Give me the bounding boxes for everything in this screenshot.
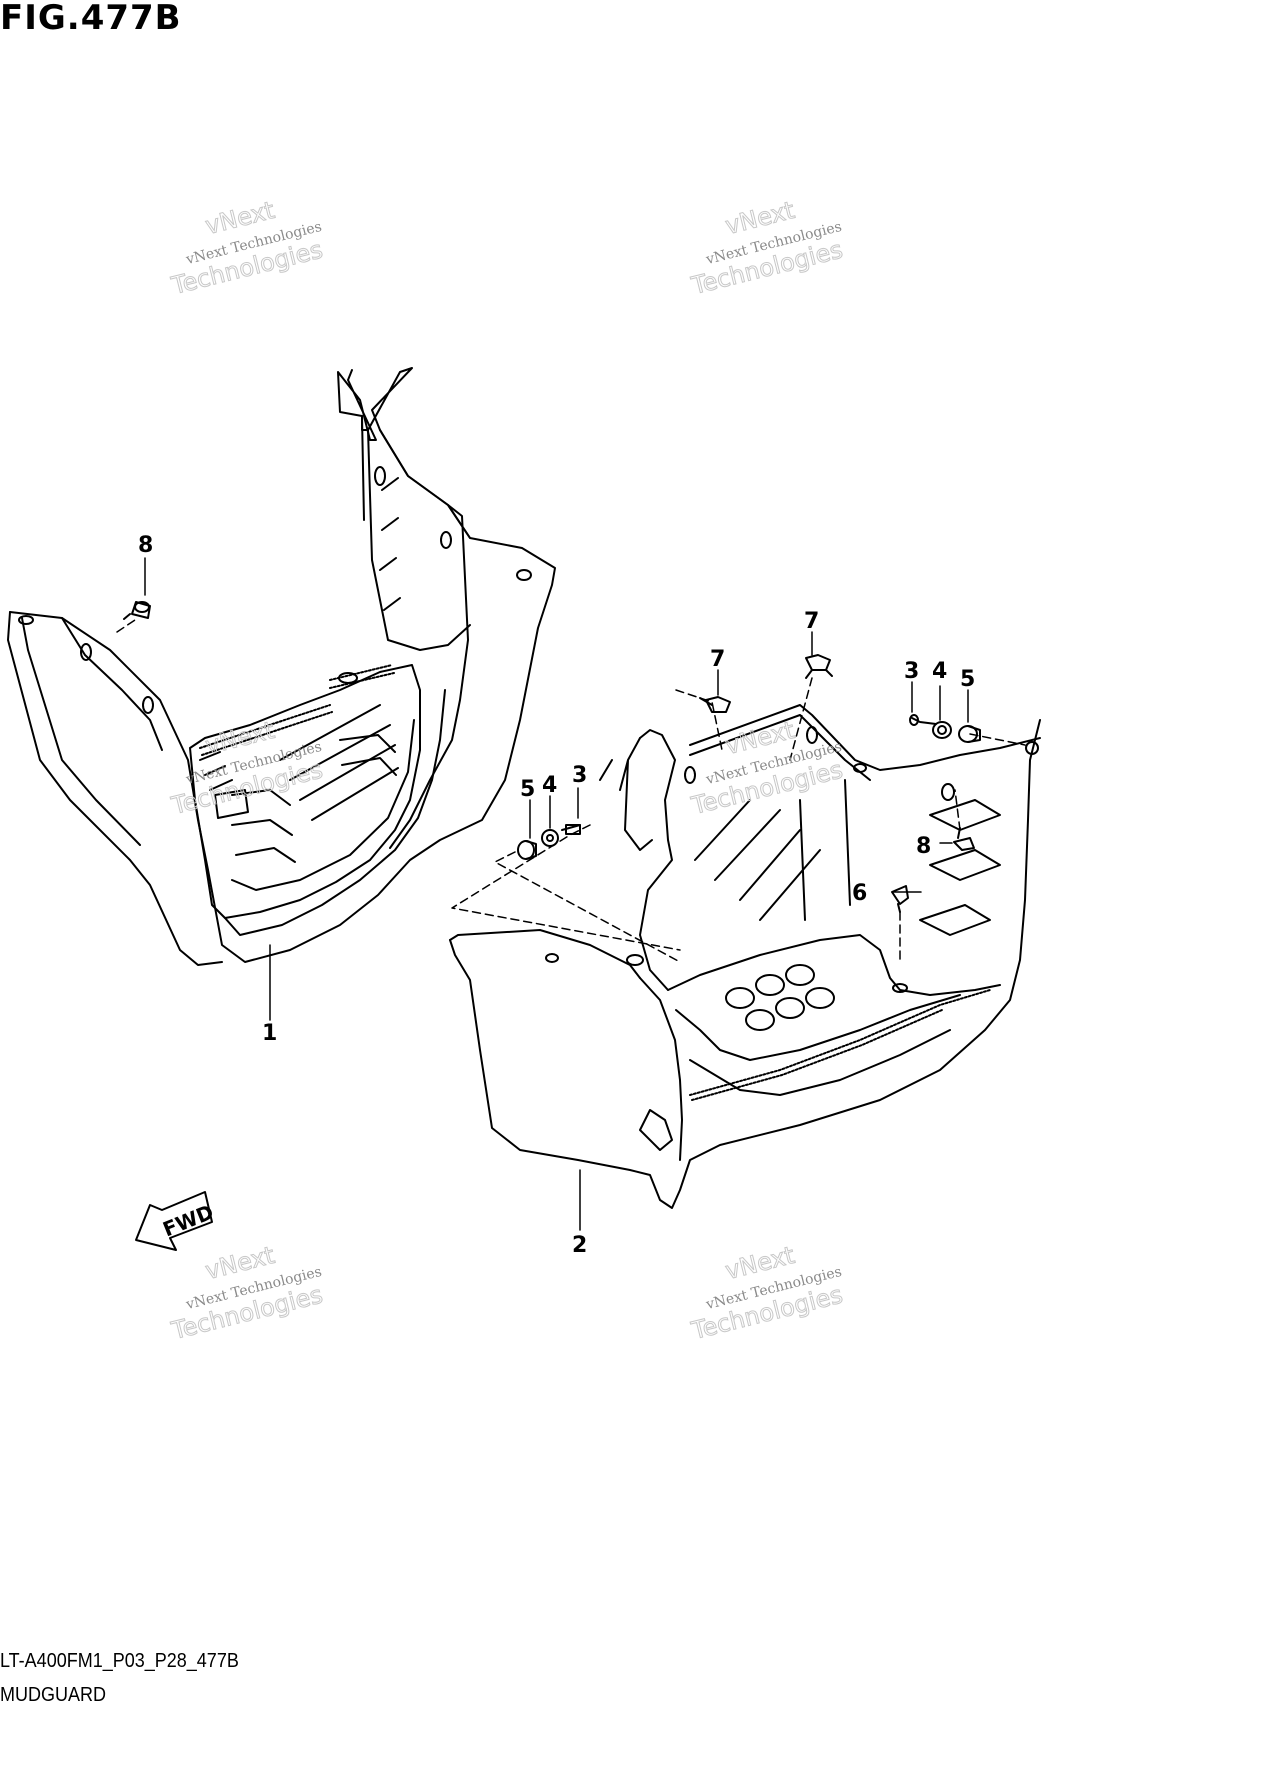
fwd-label: FWD [159,1200,217,1242]
callout-3-right: 3 [904,659,919,684]
figure-title: FIG.477B [0,0,182,38]
fastener-4-left [541,829,559,847]
callout-labels: 1 2 3 3 4 4 5 5 6 7 7 8 8 [138,533,975,1258]
fastener-5-left [517,840,537,860]
fastener-5-right [958,725,981,743]
fastener-4-right [932,721,952,739]
watermark-top-right: vNext vNext Technologies Technologies [688,195,846,300]
fastener-6 [891,885,909,913]
callout-8-left: 8 [138,533,153,558]
watermark-bottom-left: vNext vNext Technologies Technologies [168,1240,326,1345]
callout-5-left: 5 [520,777,535,802]
fwd-direction-arrow [135,1191,213,1251]
watermark-bottom-right: vNext vNext Technologies Technologies [688,1240,846,1345]
left-mudguard [7,367,556,966]
fastener-3-left [561,824,581,835]
callout-4-left: 4 [542,773,557,798]
callout-7-upper: 7 [804,609,819,634]
callout-7-lower: 7 [710,647,725,672]
callout-6: 6 [852,881,867,906]
watermark-middle-right: vNext vNext Technologies Technologies [688,715,846,820]
watermark-middle-left: vNext vNext Technologies Technologies [168,715,326,820]
fastener-8-left [123,601,151,620]
callout-1: 1 [262,1021,277,1046]
fastener-7-upper [805,654,833,679]
drawing-name: MUDGUARD [0,1684,107,1706]
callout-2: 2 [572,1233,587,1258]
callout-8-right: 8 [916,834,931,859]
callout-5-right: 5 [960,667,975,692]
callout-3-left: 3 [572,763,587,788]
callout-4-right: 4 [932,659,947,684]
grommet-right [1025,741,1039,755]
watermark-top-left: vNext vNext Technologies Technologies [168,195,326,300]
fastener-3-right [909,714,937,726]
drawing-code: LT-A400FM1_P03_P28_477B [0,1650,239,1672]
fastener-8-right [953,827,975,851]
